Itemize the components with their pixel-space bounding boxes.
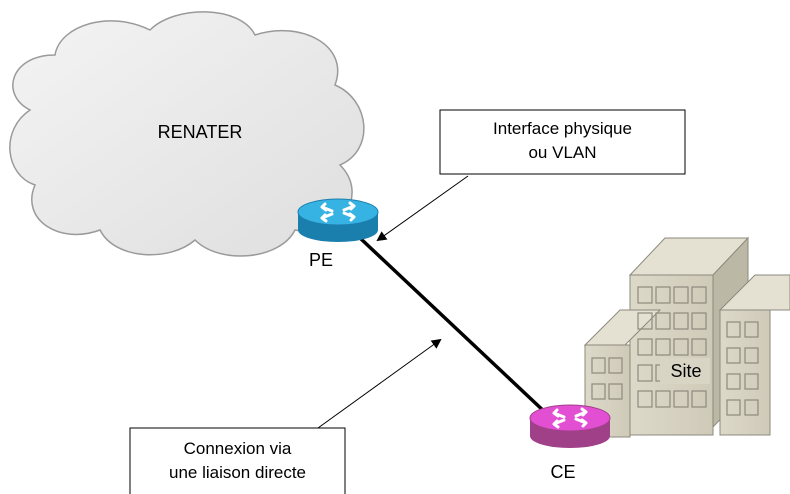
connexion-callout-line1: Connexion via <box>183 439 292 458</box>
cloud-label: RENATER <box>158 122 243 142</box>
connexion-arrow <box>317 338 442 429</box>
site-label: Site <box>670 361 701 381</box>
interface-arrow <box>376 175 469 242</box>
interface-callout-box <box>439 109 686 175</box>
connexion-callout-text: Connexion via une liaison directe <box>130 437 345 485</box>
ce-router: CE <box>529 404 611 482</box>
router-arrows-icon <box>552 407 588 429</box>
site-building: Site <box>583 236 790 438</box>
interface-callout-line1: Interface physique <box>493 119 632 138</box>
pe-router: PE <box>297 198 379 270</box>
pe-label: PE <box>309 250 333 270</box>
connexion-callout-box <box>129 427 346 494</box>
direct-link-line <box>358 236 550 417</box>
connexion-callout-line2: une liaison directe <box>168 463 307 482</box>
router-arrows-icon <box>320 201 356 223</box>
renater-cloud: RENATER <box>9 11 365 257</box>
interface-callout-line2: ou VLAN <box>528 143 597 162</box>
interface-callout-text: Interface physique ou VLAN <box>440 117 685 165</box>
ce-label: CE <box>550 462 575 482</box>
